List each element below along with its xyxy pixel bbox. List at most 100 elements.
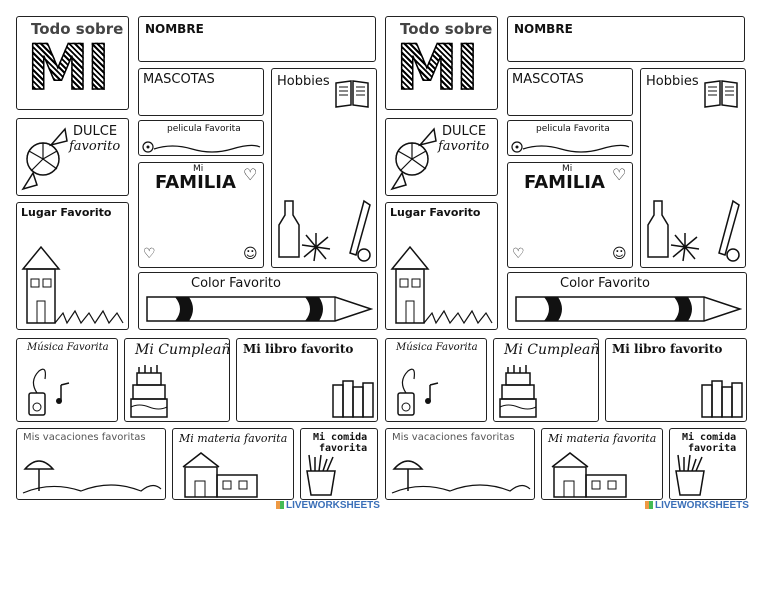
- bottle-icon: [278, 200, 300, 258]
- cake-icon: [499, 365, 537, 418]
- fries-icon: [675, 454, 705, 496]
- house-icon: [21, 245, 124, 325]
- title-small: Todo sobre: [31, 20, 124, 38]
- subject-box[interactable]: Mi materia favorita: [172, 428, 294, 500]
- pets-box[interactable]: MASCOTAS: [138, 68, 264, 116]
- vacation-box[interactable]: Mis vacaciones favoritas: [385, 428, 535, 500]
- name-box[interactable]: NOMBRE: [507, 16, 745, 62]
- music-label: Música Favorita: [396, 342, 478, 353]
- color-label: Color Favorito: [560, 276, 650, 291]
- color-label: Color Favorito: [191, 276, 281, 291]
- family-box[interactable]: Mi FAMILIA ♡ ♡ ☺: [138, 162, 264, 268]
- movie-box[interactable]: pelicula Favorita: [507, 120, 633, 156]
- subject-label: Mi materia favorita: [548, 432, 657, 445]
- crayon-icon: [146, 296, 373, 322]
- birthday-box[interactable]: Mi Cumpleaños: [124, 338, 230, 422]
- color-box[interactable]: Color Favorito: [138, 272, 378, 330]
- family-label-big: FAMILIA: [524, 172, 605, 193]
- color-box[interactable]: Color Favorito: [507, 272, 747, 330]
- pets-label: MASCOTAS: [143, 72, 215, 87]
- family-box[interactable]: Mi FAMILIA ♡ ♡ ☺: [507, 162, 633, 268]
- movie-label: pelicula Favorita: [536, 124, 610, 134]
- hobbies-label: Hobbies: [277, 74, 330, 89]
- heart-icon: ♡: [243, 165, 258, 184]
- music-box[interactable]: Música Favorita: [16, 338, 118, 422]
- subject-label: Mi materia favorita: [179, 432, 288, 445]
- music-box[interactable]: Música Favorita: [385, 338, 487, 422]
- film-reel-icon: [142, 141, 261, 153]
- music-player-icon: [397, 368, 439, 416]
- worksheet-right: Todo sobre MI NOMBRE MASCOTAS Hobbies DU…: [369, 0, 753, 520]
- school-icon: [551, 452, 627, 498]
- book-icon: [335, 80, 369, 108]
- food-box[interactable]: Mi comida favorita: [300, 428, 378, 500]
- book-box[interactable]: Mi libro favorito: [605, 338, 747, 422]
- books-icon: [701, 380, 743, 418]
- title-box: Todo sobre MI: [385, 16, 498, 110]
- movie-box[interactable]: pelicula Favorita: [138, 120, 264, 156]
- family-label-small: Mi: [193, 164, 204, 174]
- hobbies-box[interactable]: Hobbies: [271, 68, 377, 268]
- beach-umbrella-icon: [391, 460, 531, 494]
- cake-icon: [130, 365, 168, 418]
- music-label: Música Favorita: [27, 342, 109, 353]
- pets-box[interactable]: MASCOTAS: [507, 68, 633, 116]
- title-big: MI: [26, 31, 110, 104]
- hobbies-box[interactable]: Hobbies: [640, 68, 746, 268]
- place-label: Lugar Favorito: [390, 206, 481, 219]
- book-label: Mi libro favorito: [243, 342, 354, 356]
- baseball-bat-icon: [349, 199, 371, 262]
- title-big: MI: [395, 31, 479, 104]
- pets-label: MASCOTAS: [512, 72, 584, 87]
- bottle-icon: [647, 200, 669, 258]
- vacation-label: Mis vacaciones favoritas: [23, 432, 146, 443]
- candy-label-line2: favorito: [438, 139, 490, 154]
- name-label: NOMBRE: [514, 22, 573, 36]
- smiley-icon: ☺: [243, 246, 258, 262]
- beach-umbrella-icon: [22, 460, 162, 494]
- candy-box[interactable]: DULCE favorito: [16, 118, 129, 196]
- food-label-line2: favorita: [688, 443, 737, 454]
- candy-box[interactable]: DULCE favorito: [385, 118, 498, 196]
- name-label: NOMBRE: [145, 22, 204, 36]
- place-label: Lugar Favorito: [21, 206, 112, 219]
- candy-label-line1: DULCE: [442, 124, 487, 139]
- place-box[interactable]: Lugar Favorito: [385, 202, 498, 330]
- name-box[interactable]: NOMBRE: [138, 16, 376, 62]
- candy-label-line2: favorito: [69, 139, 121, 154]
- baseball-bat-icon: [718, 199, 740, 262]
- food-label-line1: Mi comida: [682, 432, 737, 443]
- food-label-line1: Mi comida: [313, 432, 368, 443]
- candy-icon: [21, 127, 68, 191]
- food-label-line2: favorita: [319, 443, 368, 454]
- candy-icon: [390, 127, 437, 191]
- film-reel-icon: [511, 141, 630, 153]
- books-icon: [332, 380, 374, 418]
- birthday-label: Mi Cumpleaños: [504, 342, 599, 358]
- pompom-icon: [301, 233, 331, 262]
- family-label-big: FAMILIA: [155, 172, 236, 193]
- food-box[interactable]: Mi comida favorita: [669, 428, 747, 500]
- fries-icon: [306, 454, 336, 496]
- book-label: Mi libro favorito: [612, 342, 723, 356]
- title-box: Todo sobre MI: [16, 16, 129, 110]
- place-box[interactable]: Lugar Favorito: [16, 202, 129, 330]
- heart-small-icon: ♡: [512, 246, 525, 262]
- candy-label-line1: DULCE: [73, 124, 118, 139]
- liveworksheets-logo: LIVEWORKSHEETS: [645, 500, 749, 511]
- vacation-label: Mis vacaciones favoritas: [392, 432, 515, 443]
- school-icon: [182, 452, 258, 498]
- movie-label: pelicula Favorita: [167, 124, 241, 134]
- smiley-icon: ☺: [612, 246, 627, 262]
- book-icon: [704, 80, 738, 108]
- family-label-small: Mi: [562, 164, 573, 174]
- birthday-label: Mi Cumpleaños: [135, 342, 230, 358]
- vacation-box[interactable]: Mis vacaciones favoritas: [16, 428, 166, 500]
- pompom-icon: [670, 233, 700, 262]
- house-icon: [390, 245, 493, 325]
- book-box[interactable]: Mi libro favorito: [236, 338, 378, 422]
- heart-icon: ♡: [612, 165, 627, 184]
- birthday-box[interactable]: Mi Cumpleaños: [493, 338, 599, 422]
- hobbies-label: Hobbies: [646, 74, 699, 89]
- subject-box[interactable]: Mi materia favorita: [541, 428, 663, 500]
